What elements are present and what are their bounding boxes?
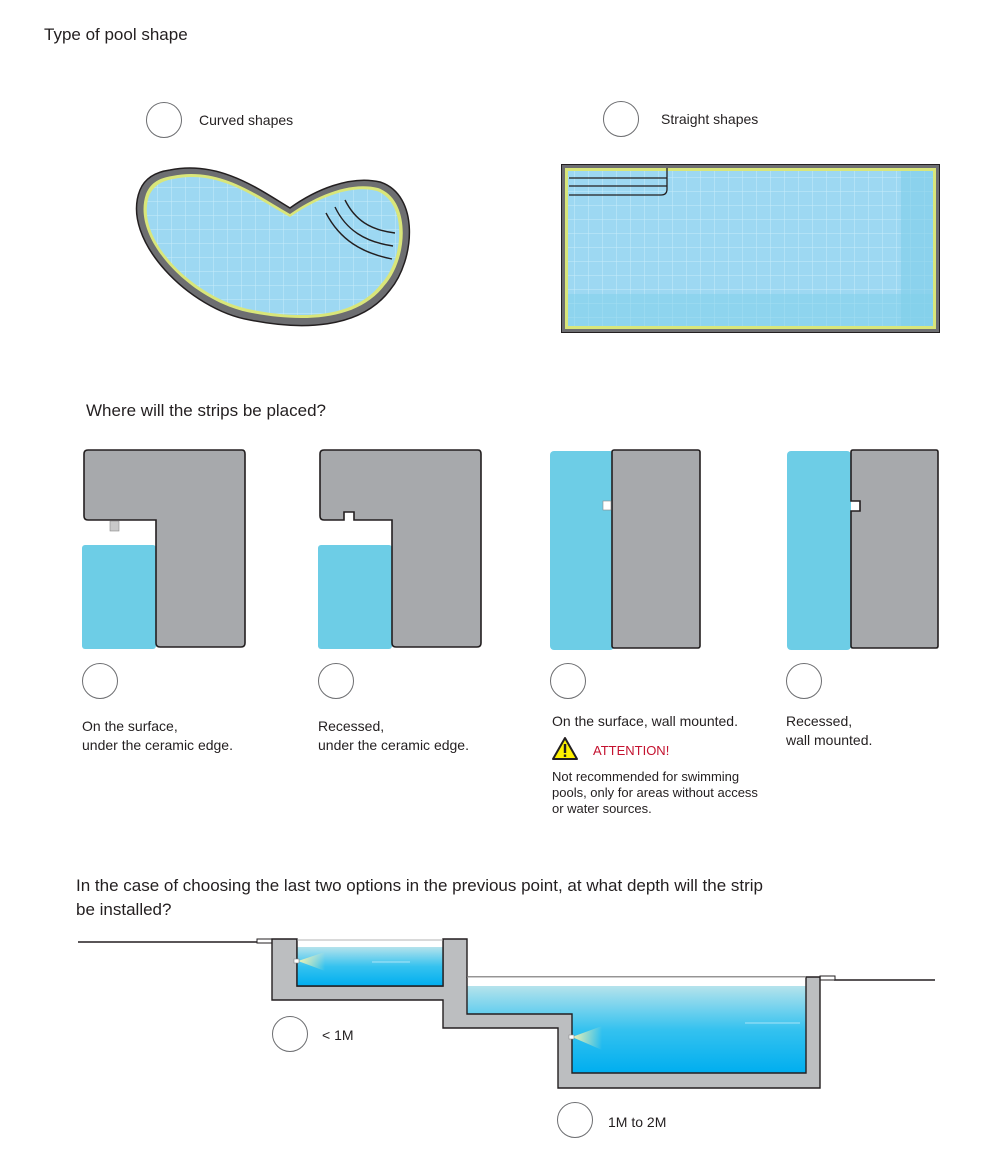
radio-recessed-ceramic[interactable] — [318, 663, 354, 699]
placement-surface-wall-illustration — [550, 449, 701, 650]
radio-surface-ceramic[interactable] — [82, 663, 118, 699]
section-placement-title: Where will the strips be placed? — [86, 401, 327, 420]
label-surface-wall: On the surface, wall mounted. — [552, 713, 738, 729]
label-straight-shapes: Straight shapes — [661, 111, 759, 127]
label-surface-ceramic: On the surface, under the ceramic edge. — [82, 718, 233, 753]
placement-recessed-ceramic-illustration — [318, 449, 482, 649]
radio-recessed-wall[interactable] — [786, 663, 822, 699]
placement-recessed-wall-illustration — [787, 449, 939, 650]
radio-depth-under-1m[interactable] — [272, 1016, 308, 1052]
section-depth-title: In the case of choosing the last two opt… — [76, 876, 764, 919]
label-depth-under-1m: < 1M — [322, 1027, 354, 1043]
section-shape-title: Type of pool shape — [44, 25, 188, 44]
radio-curved-shapes[interactable] — [146, 102, 182, 138]
attention-text: Not recommended for swimming pools, only… — [552, 769, 758, 816]
attention-label: ATTENTION! — [593, 743, 670, 758]
label-depth-1m-to-2m: 1M to 2M — [608, 1114, 667, 1130]
placement-surface-ceramic-illustration — [82, 449, 246, 649]
radio-straight-shapes[interactable] — [603, 101, 639, 137]
warning-triangle-icon — [552, 737, 578, 760]
label-recessed-wall: Recessed, wall mounted. — [786, 713, 873, 748]
radio-surface-wall[interactable] — [550, 663, 586, 699]
curved-pool-illustration — [135, 167, 411, 327]
label-recessed-ceramic: Recessed, under the ceramic edge. — [318, 718, 469, 753]
pool-depth-cross-section-illustration — [78, 938, 935, 1089]
straight-pool-illustration — [561, 164, 940, 333]
radio-depth-1m-to-2m[interactable] — [557, 1102, 593, 1138]
label-curved-shapes: Curved shapes — [199, 112, 294, 128]
